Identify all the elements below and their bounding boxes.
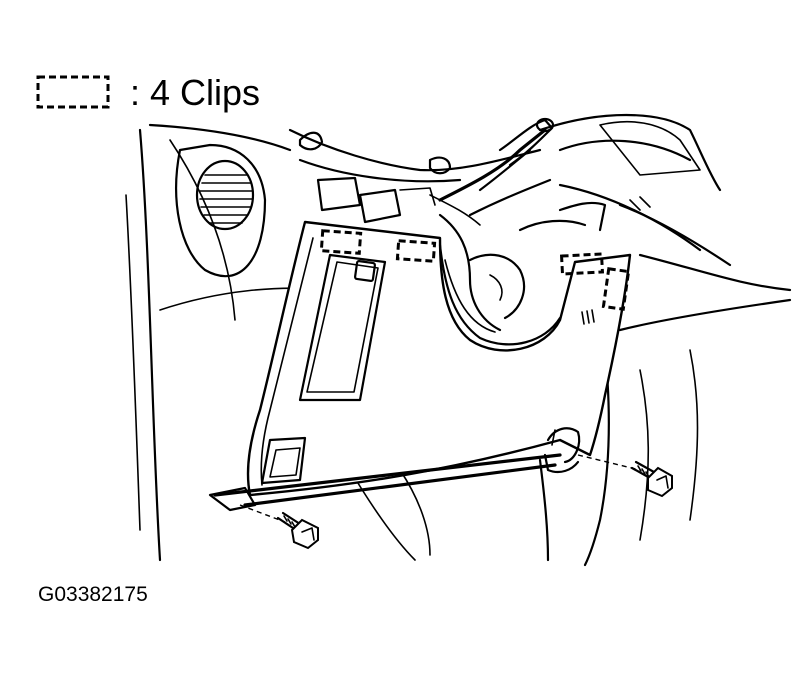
clip-location-4 bbox=[601, 267, 631, 311]
legend-label: : 4 Clips bbox=[130, 72, 260, 113]
lower-reinforcement-bar bbox=[208, 427, 581, 512]
air-vent bbox=[175, 143, 267, 278]
instrument-panel-upper bbox=[288, 113, 732, 332]
clip-location-3 bbox=[559, 252, 605, 276]
figure-code: G03382175 bbox=[38, 583, 148, 606]
bolt-left bbox=[276, 511, 319, 550]
legend: : 4 Clips bbox=[36, 72, 260, 113]
lower-dash-panel bbox=[246, 220, 632, 497]
clip-location-1 bbox=[319, 229, 363, 255]
bolt-right bbox=[630, 460, 673, 498]
background-structure bbox=[125, 123, 792, 567]
clip-location-2 bbox=[395, 239, 437, 263]
dashed-rectangle-clip-symbol-icon bbox=[36, 75, 110, 109]
alignment-lines bbox=[239, 454, 641, 523]
